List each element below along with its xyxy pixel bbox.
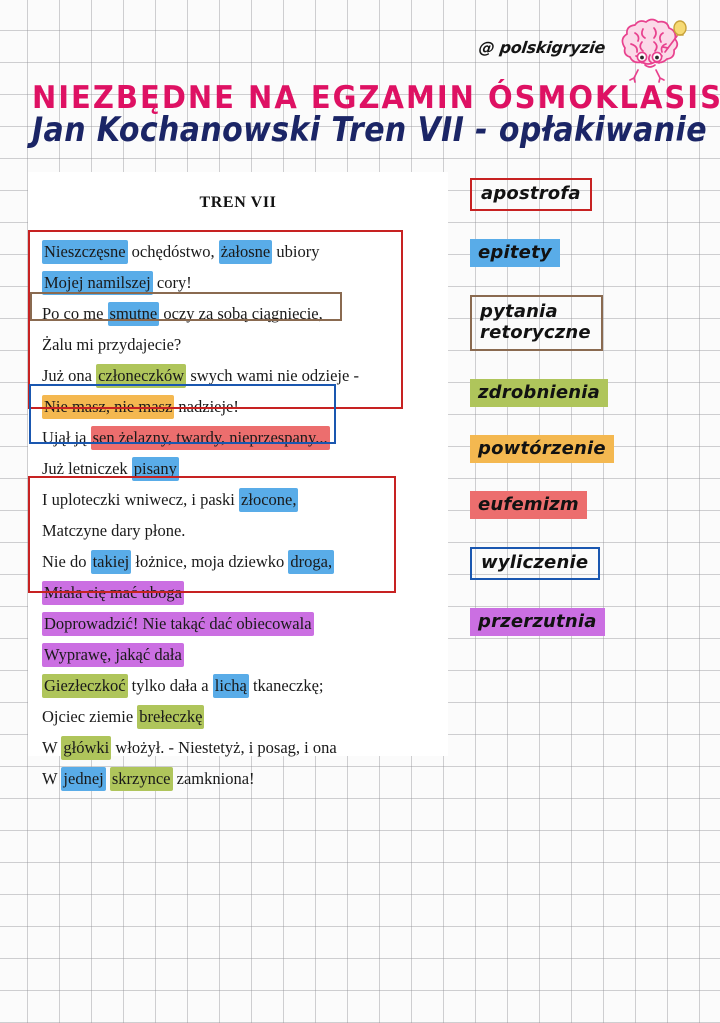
- legend-item-zdrobnienia[interactable]: zdrobnienia: [470, 379, 700, 407]
- legend-label: eufemizm: [470, 491, 587, 519]
- poem-lines: Nieszczęsne ochędóstwo, żałosne ubiory M…: [28, 230, 448, 794]
- legend-label: pytania retoryczne: [470, 295, 603, 351]
- legend-label: apostrofa: [470, 178, 592, 211]
- poem-card: TREN VII Nieszczęsne ochędóstwo, żałosne…: [28, 172, 448, 791]
- legend: apostrofa epitety pytania retoryczne zdr…: [470, 178, 700, 664]
- legend-label: powtórzenie: [470, 435, 614, 463]
- poem-line: Doprowadzić! Nie takąć dać obiecowala: [42, 608, 448, 639]
- legend-item-przerzutnia[interactable]: przerzutnia: [470, 608, 700, 636]
- poem-line: Po co me smutne oczy za sobą ciągniecie,: [42, 298, 448, 329]
- poem-line: Nie do takiej łożnice, moja dziewko drog…: [42, 546, 448, 577]
- legend-item-apostrofa[interactable]: apostrofa: [470, 178, 700, 211]
- poem-line: I uploteczki wniwecz, i paski złocone,: [42, 484, 448, 515]
- poem-line: Miała cię mać uboga: [42, 577, 448, 608]
- poem-line: W jednej skrzynce zamkniona!: [42, 763, 448, 794]
- poem-line: Już letniczek pisany: [42, 453, 448, 484]
- poem-line: Ojciec ziemie brełeczkę: [42, 701, 448, 732]
- legend-label: wyliczenie: [470, 547, 601, 580]
- legend-item-pytania-retoryczne[interactable]: pytania retoryczne: [470, 295, 700, 351]
- poem-line: W główki włożył. - Niestetyż, i posag, i…: [42, 732, 448, 763]
- poem-line: Matczyne dary płone.: [42, 521, 186, 540]
- legend-item-powtorzenie[interactable]: powtórzenie: [470, 435, 700, 463]
- account-handle-row: @ polskigryzie: [477, 18, 688, 84]
- page-title-primary: NIEZBĘDNE NA EGZAMIN ÓSMOKLASISTY: [32, 78, 720, 116]
- poem-line: Żalu mi przydajecie?: [42, 335, 182, 354]
- legend-label: przerzutnia: [470, 608, 605, 636]
- poem-heading: TREN VII: [199, 194, 277, 211]
- poem-line: Nieszczęsne ochędóstwo, żałosne ubiory: [42, 236, 448, 267]
- poem-line: Ujął ją sen żelazny, twardy, nieprzespan…: [42, 422, 448, 453]
- account-handle-text: @ polskigryzie: [477, 38, 607, 57]
- legend-label: zdrobnienia: [470, 379, 609, 407]
- poem-line: Wyprawę, jakąć dała: [42, 639, 448, 670]
- poem-line: Nie masz, nie masz nadzieje!: [42, 391, 448, 422]
- poem-line: Mojej namilszej cory!: [42, 267, 448, 298]
- brain-mascot-icon: [621, 18, 688, 83]
- legend-item-epitety[interactable]: epitety: [470, 239, 700, 267]
- page-title-secondary: Jan Kochanowski Tren VII - opłakiwanie: [32, 110, 707, 151]
- legend-label: epitety: [470, 239, 560, 267]
- legend-item-wyliczenie[interactable]: wyliczenie: [470, 547, 700, 580]
- poem-line: Już ona członeczków swych wami nie odzie…: [42, 360, 448, 391]
- legend-item-eufemizm[interactable]: eufemizm: [470, 491, 700, 519]
- poem-line: Giezłeczkoć tylko dała a lichą tkaneczkę…: [42, 670, 448, 701]
